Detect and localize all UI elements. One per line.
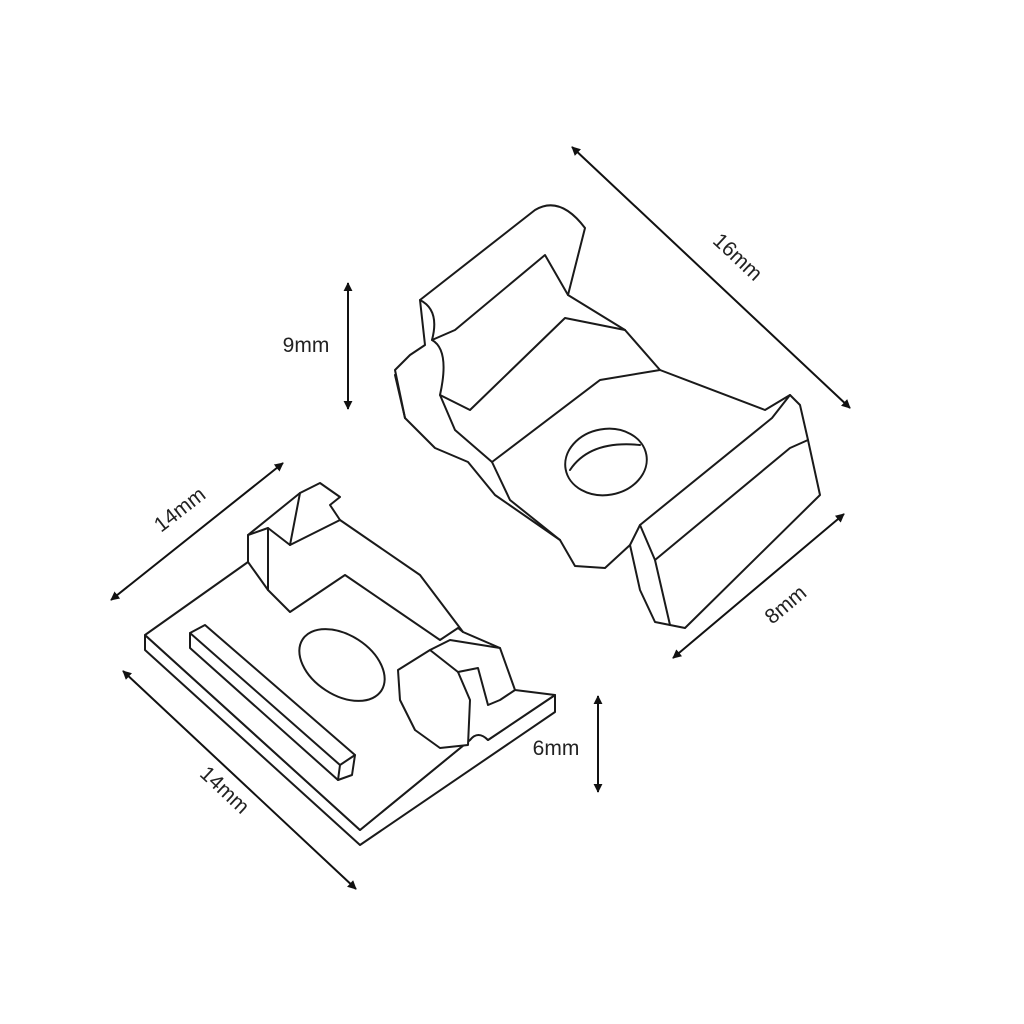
dim-line-14mm-bottom bbox=[122, 670, 357, 890]
dim-line-14mm-top bbox=[110, 462, 284, 601]
dim-line-16mm bbox=[571, 146, 851, 409]
label-14mm-bottom: 14mm bbox=[195, 762, 253, 819]
dim-line-8mm bbox=[672, 513, 845, 659]
label-16mm: 16mm bbox=[708, 229, 766, 286]
label-8mm: 8mm bbox=[761, 581, 812, 629]
label-6mm: 6mm bbox=[533, 737, 580, 760]
label-9mm: 9mm bbox=[283, 334, 330, 357]
screw-hole bbox=[564, 427, 648, 497]
base-plate bbox=[144, 482, 556, 846]
